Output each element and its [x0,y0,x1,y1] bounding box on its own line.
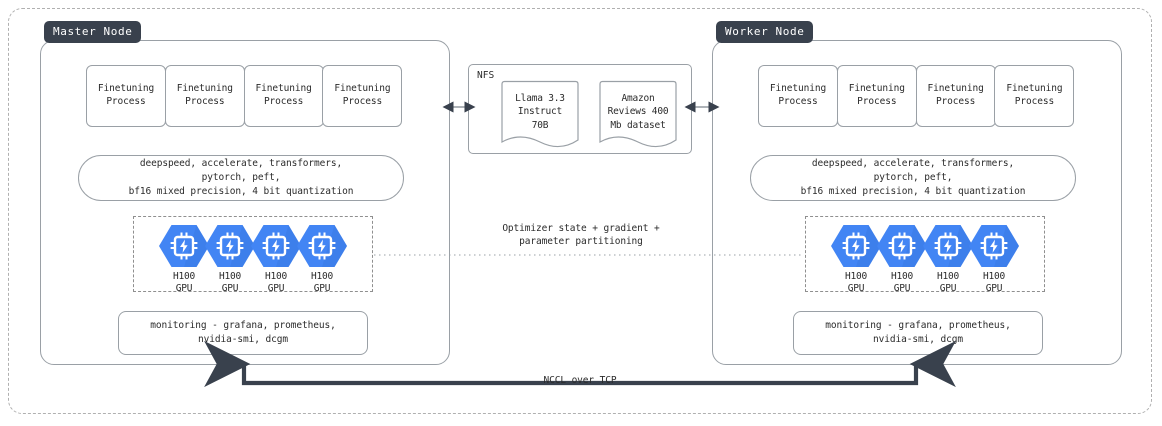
gpu-hex-icon [159,224,209,268]
gpu-hex-icon [297,224,347,268]
master-monitoring-box: monitoring - grafana, prometheus, nvidia… [118,311,368,355]
master-node-badge: Master Node [44,21,142,43]
nfs-title: NFS [477,70,495,81]
nccl-label: NCCL over TCP [543,375,617,386]
gpu-hex-icon [251,224,301,268]
monitoring-label: monitoring - grafana, prometheus, nvidia… [825,320,1011,345]
nfs-document-label: Llama 3.3 Instruct 70B [515,93,565,131]
worker-node-badge: Worker Node [716,21,814,43]
software-stack-label: deepspeed, accelerate, transformers, pyt… [128,158,354,197]
worker-software-stack-box: deepspeed, accelerate, transformers, pyt… [750,155,1076,201]
gpu-hex-icon [831,224,881,268]
gpu-hex-icon [969,224,1019,268]
partitioning-label: Optimizer state + gradient + parameter p… [502,223,660,248]
gpu-hex-icon [877,224,927,268]
gpu-hex-icon [923,224,973,268]
worker-monitoring-box: monitoring - grafana, prometheus, nvidia… [793,311,1043,355]
cluster-boundary [8,8,1152,414]
nfs-document-model: Llama 3.3 Instruct 70B [498,80,582,148]
nfs-document-dataset: Amazon Reviews 400 Mb dataset [596,80,680,148]
master-software-stack-box: deepspeed, accelerate, transformers, pyt… [78,155,404,201]
nfs-document-label: Amazon Reviews 400 Mb dataset [607,93,669,131]
software-stack-label: deepspeed, accelerate, transformers, pyt… [800,158,1026,197]
gpu-hex-icon [205,224,255,268]
monitoring-label: monitoring - grafana, prometheus, nvidia… [150,320,336,345]
